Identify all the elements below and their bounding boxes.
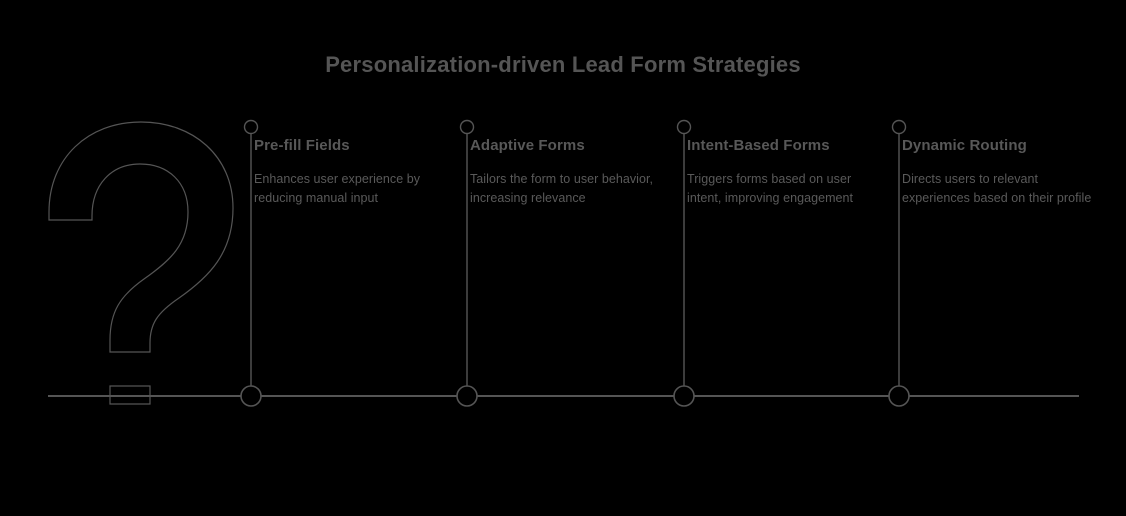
timeline-item-description: Triggers forms based on user intent, imp… — [687, 172, 854, 205]
timeline-item-text-block: Intent-Based Forms Triggers forms based … — [687, 134, 877, 207]
milestone-stem-marker-icon — [240, 119, 262, 407]
question-mark-icon — [48, 121, 234, 405]
timeline-item-title: Pre-fill Fields — [254, 137, 350, 154]
timeline-item-title: Intent-Based Forms — [687, 137, 830, 154]
timeline-item-text-block: Pre-fill Fields Enhances user experience… — [254, 134, 440, 207]
milestone-stem-marker-icon — [456, 119, 478, 407]
timeline-item-title: Adaptive Forms — [470, 137, 585, 154]
timeline-baseline — [48, 395, 1079, 397]
milestone-stem-marker-icon — [888, 119, 910, 407]
timeline-item-description: Tailors the form to user behavior, incre… — [470, 172, 654, 205]
timeline-item-text-block: Adaptive Forms Tailors the form to user … — [470, 134, 656, 207]
milestone-stem-marker-icon — [673, 119, 695, 407]
timeline-item-text-block: Dynamic Routing Directs users to relevan… — [902, 134, 1092, 207]
timeline-item-description: Enhances user experience by reducing man… — [254, 172, 421, 205]
timeline-item-title: Dynamic Routing — [902, 137, 1027, 154]
timeline-item-description: Directs users to relevant experiences ba… — [902, 172, 1092, 205]
page-title: Personalization-driven Lead Form Strateg… — [325, 52, 801, 77]
